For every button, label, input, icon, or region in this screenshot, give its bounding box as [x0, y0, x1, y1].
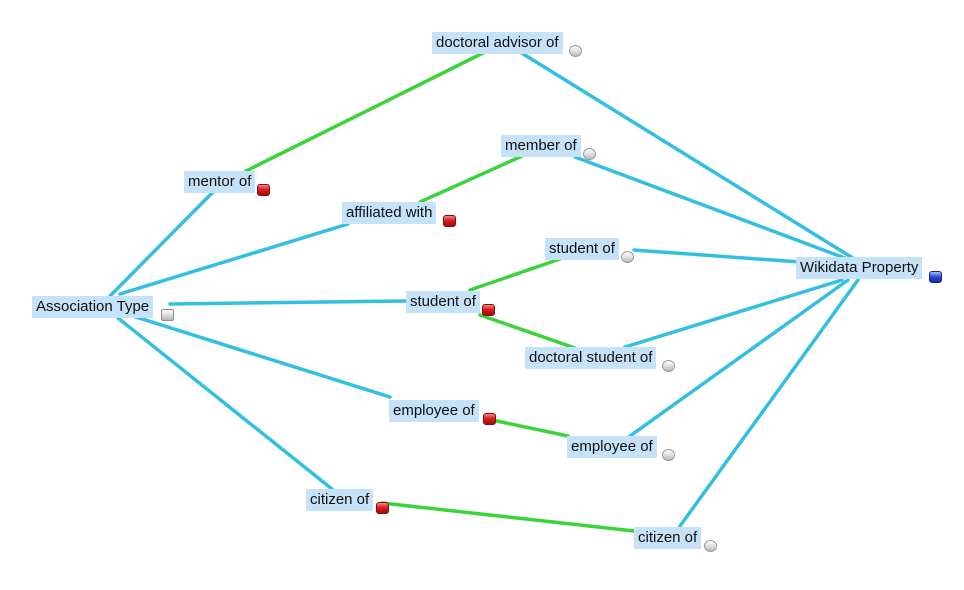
node-label: affiliated with — [342, 202, 437, 224]
node-red-icon — [376, 502, 389, 514]
node-gray-circle-icon — [662, 360, 675, 372]
edge-affiliated-with-to-member-of — [418, 154, 524, 204]
node-label: Wikidata Property — [796, 257, 923, 279]
edge-association-type-to-mentor-of — [108, 189, 216, 298]
edge-wikidata-property-to-student-of-prop — [632, 248, 802, 264]
node-label: member of — [501, 135, 581, 157]
edge-wikidata-property-to-doctoral-advisor-of — [518, 50, 858, 262]
node-label: student of — [545, 238, 619, 260]
node-label: employee of — [567, 436, 657, 458]
node-red-icon — [443, 215, 456, 227]
node-label: Association Type — [32, 296, 154, 318]
node-red-icon — [482, 304, 495, 316]
node-red-icon — [483, 413, 496, 425]
edge-association-type-to-affiliated-with — [118, 222, 350, 296]
edge-wikidata-property-to-citizen-of-prop — [678, 278, 860, 528]
edge-wikidata-property-to-doctoral-student-of — [623, 278, 844, 349]
edge-association-type-to-citizen-of-assoc — [116, 316, 334, 491]
node-gray-circle-icon — [569, 45, 582, 57]
edge-employee-of-assoc-to-employee-of-prop — [490, 418, 570, 438]
node-type-blue-icon — [929, 271, 942, 283]
edge-wikidata-property-to-member-of — [573, 155, 852, 262]
node-label: citizen of — [634, 527, 702, 549]
edge-student-of-assoc-to-student-of-prop — [468, 257, 562, 292]
node-label: employee of — [389, 400, 479, 422]
node-type-gray-square-icon — [161, 309, 174, 321]
node-label: citizen of — [306, 489, 374, 511]
edge-wikidata-property-to-employee-of-prop — [628, 278, 850, 438]
node-gray-circle-icon — [662, 449, 675, 461]
node-label: doctoral advisor of — [432, 32, 563, 54]
node-label: mentor of — [184, 171, 256, 193]
edge-association-type-to-student-of-assoc — [168, 299, 408, 306]
node-red-icon — [257, 184, 270, 196]
edge-citizen-of-assoc-to-citizen-of-prop — [380, 501, 636, 533]
node-gray-circle-icon — [704, 540, 717, 552]
node-label: student of — [406, 291, 480, 313]
node-gray-circle-icon — [583, 148, 596, 160]
node-label: doctoral student of — [525, 347, 657, 369]
edge-student-of-assoc-to-doctoral-student-of — [478, 313, 577, 350]
edge-mentor-of-to-doctoral-advisor-of — [244, 50, 487, 173]
node-gray-circle-icon — [621, 251, 634, 263]
edge-association-type-to-employee-of-assoc — [118, 310, 392, 399]
